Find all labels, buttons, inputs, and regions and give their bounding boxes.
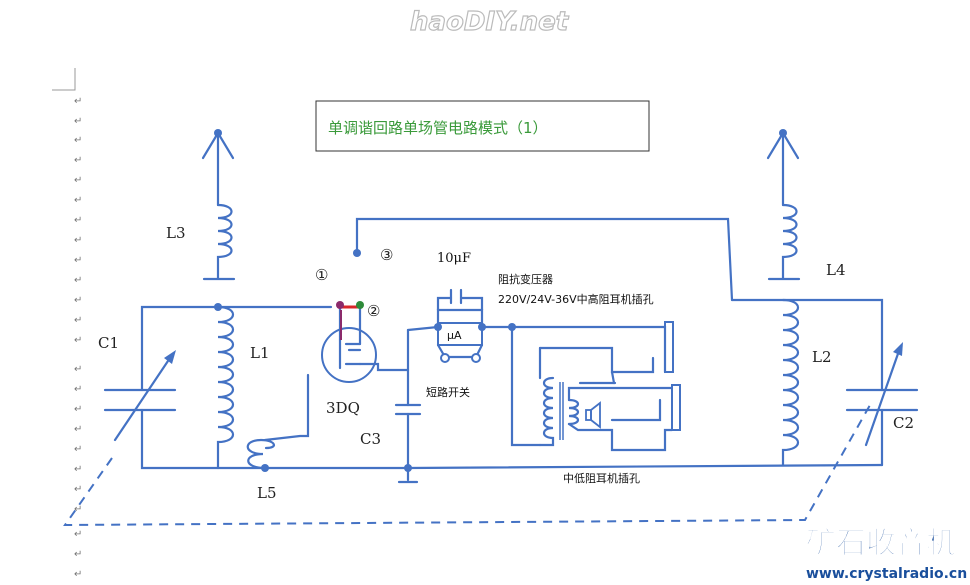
transformer-secondary [567,398,580,426]
label-meter: μA [447,329,462,342]
coil-L3 [216,203,233,280]
wire-meter [406,308,514,332]
paragraph-mark: ↵ [74,484,82,495]
label-L5: L5 [257,484,277,502]
gang-tuning-link [63,404,871,527]
paragraph-marks: ↵ ↵ ↵ ↵ ↵ ↵ ↵ ↵ ↵ ↵ ↵ ↵ ↵ ↵ ↵ ↵ ↵ ↵ ↵ ↵ ↵ ↵ ↵ ↵ [74,96,82,580]
coil-L4 [781,203,798,280]
high-jack-contacts [538,346,655,374]
paragraph-mark: ↵ [74,195,82,206]
paragraph-mark: ↵ [74,155,82,166]
label-L1: L1 [250,344,270,362]
label-high-jack: 220V/24V-36V中高阻耳机插孔 [498,292,654,306]
paragraph-mark: ↵ [74,424,82,435]
brand-url: www.crystalradio.cn [806,566,967,582]
ground-bus [263,463,884,470]
paragraph-mark: ↵ [74,464,82,475]
paragraph-mark: ↵ [74,116,82,127]
paragraph-mark: ↵ [74,384,82,395]
paragraph-mark: ↵ [74,235,82,246]
wire-bottom-left [140,408,264,470]
wire-transformer-left [510,325,542,447]
paragraph-mark: ↵ [74,255,82,266]
label-L4: L4 [826,261,846,279]
label-L3: L3 [166,224,186,242]
short-switch [436,343,484,359]
paragraph-mark: ↵ [74,295,82,306]
transformer-primary [538,376,555,447]
paragraph-mark: ↵ [74,215,82,226]
label-point3: ③ [380,246,393,264]
microammeter [437,322,483,346]
page-corner-mark [52,68,76,91]
label-L2: L2 [812,348,832,366]
label-point1: ① [315,266,328,284]
low-jack-contacts [567,422,674,452]
coil-L2 [781,298,800,467]
coil-L1 [216,305,235,470]
paragraph-mark: ↵ [74,404,82,415]
coil-L5 [246,438,275,470]
paragraph-mark: ↵ [74,335,82,346]
wire-point3 [355,217,734,302]
title-box [315,100,650,152]
label-C2: C2 [893,414,914,432]
low-impedance-jack [671,384,681,431]
wire-drain [358,362,410,372]
paragraph-mark: ↵ [74,364,82,375]
paragraph-mark: ↵ [74,175,82,186]
paragraph-mark: ↵ [74,444,82,455]
wire-L5-source [263,373,310,442]
point2-node [356,301,364,309]
label-10uF: 10μF [437,251,471,266]
paragraph-mark: ↵ [74,96,82,107]
diagram-title: 单调谐回路单场管电路模式（1） [328,119,548,137]
paragraph-mark: ↵ [74,504,82,515]
antenna-left [201,129,235,207]
paragraph-mark: ↵ [74,135,82,146]
label-3DQ: 3DQ [326,399,360,417]
paragraph-mark: ↵ [74,549,82,560]
paragraph-mark: ↵ [74,529,82,540]
high-impedance-jack [664,321,674,373]
label-transformer: 阻抗变压器 [498,272,553,286]
label-C1: C1 [98,334,119,352]
paragraph-mark: ↵ [74,315,82,326]
capacitor-C1-arrow [113,353,174,442]
label-point2: ② [367,302,380,320]
wire-high-jack [510,325,667,374]
antenna-right [766,129,800,207]
label-short-switch: 短路开关 [426,385,470,399]
point1-node [336,301,344,309]
watermark-haodiy: haoDIY.net [410,7,570,37]
capacitor-C2-arrow [864,346,902,447]
paragraph-mark: ↵ [74,275,82,286]
wire-top-left [140,305,333,392]
brand-name: 矿石收音机 [806,526,956,561]
label-C3: C3 [360,430,381,448]
label-low-jack: 中低阻耳机插孔 [563,471,640,485]
paragraph-mark: ↵ [74,569,82,580]
wire-top-right [730,298,884,392]
